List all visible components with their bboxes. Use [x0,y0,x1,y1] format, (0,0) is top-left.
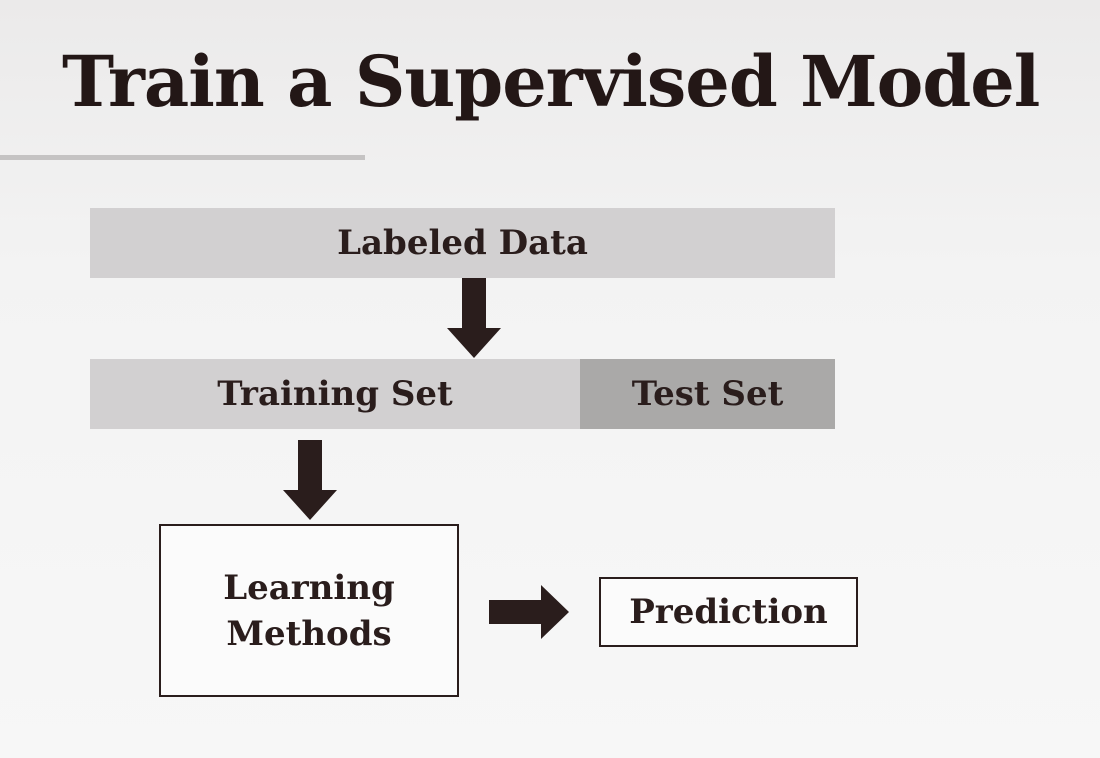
learning-methods-label: Learning Methods [223,567,395,654]
test-set-label: Test Set [631,374,784,414]
down-arrow-icon [283,440,337,520]
labeled-data-block: Labeled Data [90,208,835,278]
training-set-label: Training Set [217,374,453,414]
test-set-block: Test Set [580,359,835,429]
title-underline [0,155,365,160]
down-arrow-icon [447,278,501,358]
prediction-label: Prediction [629,592,828,632]
slide-title: Train a Supervised Model [62,40,1040,123]
training-set-block: Training Set [90,359,580,429]
right-arrow-icon [489,585,569,639]
labeled-data-label: Labeled Data [337,223,588,263]
learning-methods-box: Learning Methods [159,524,459,697]
prediction-box: Prediction [599,577,858,647]
